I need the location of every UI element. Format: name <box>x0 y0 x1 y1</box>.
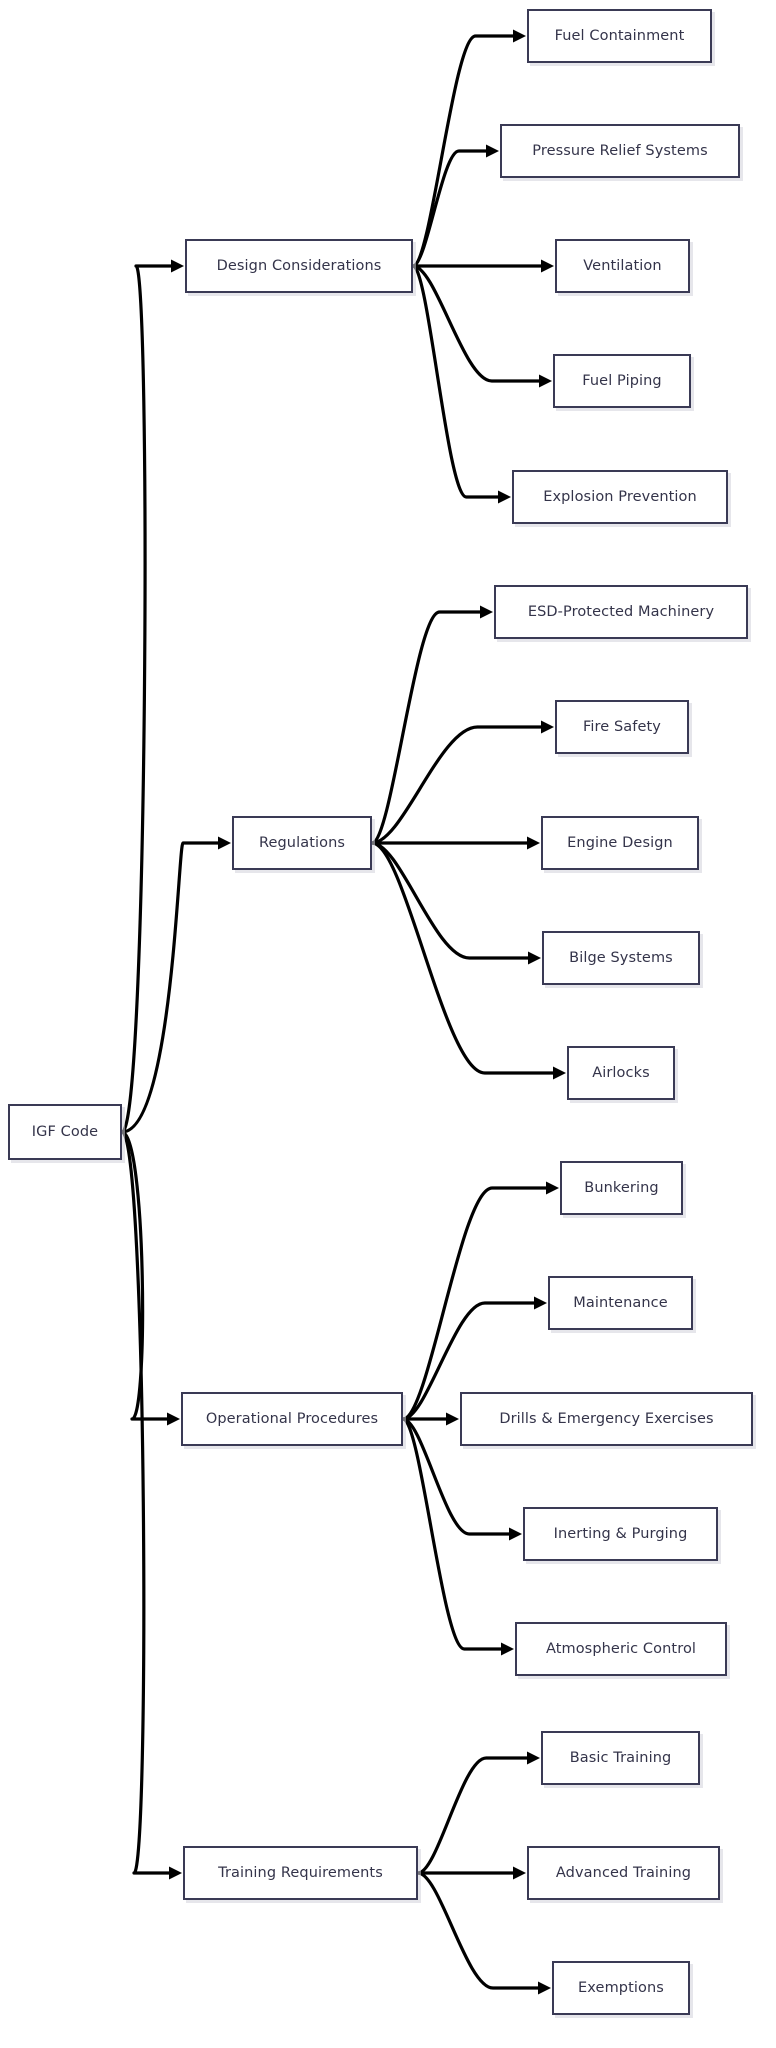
arrowhead-fuel-containment <box>513 29 526 43</box>
node-bunkering[interactable]: Bunkering <box>560 1161 683 1215</box>
edge-regulations-to-fire-safety <box>371 725 542 845</box>
node-ventilation[interactable]: Ventilation <box>555 239 690 293</box>
node-design-considerations[interactable]: Design Considerations <box>185 239 413 293</box>
arrowhead-esd-protected-machinery <box>480 605 493 619</box>
node-regulations[interactable]: Regulations <box>232 816 372 870</box>
edge-regulations-to-bilge-systems <box>371 841 529 960</box>
arrowhead-explosion-prevention <box>498 490 511 504</box>
node-pressure-relief[interactable]: Pressure Relief Systems <box>500 124 740 178</box>
node-fire-safety[interactable]: Fire Safety <box>555 700 689 754</box>
edge-regulations-to-esd-protected-machinery <box>371 610 481 845</box>
arrowhead-operational-procedures <box>167 1412 180 1426</box>
node-drills-emergency[interactable]: Drills & Emergency Exercises <box>460 1392 753 1446</box>
node-basic-training[interactable]: Basic Training <box>541 1731 700 1785</box>
edge-igf-code-to-design-considerations <box>120 264 172 1134</box>
edge-operational-procedures-to-bunkering <box>402 1186 547 1421</box>
arrowhead-maintenance <box>534 1296 547 1310</box>
node-label-igf-code: IGF Code <box>31 1123 99 1140</box>
edge-igf-code-to-training-requirements <box>120 1130 170 1875</box>
node-label-pressure-relief: Pressure Relief Systems <box>532 142 708 159</box>
node-igf-code[interactable]: IGF Code <box>8 1104 122 1160</box>
edge-training-requirements-to-basic-training <box>417 1756 528 1875</box>
node-label-fire-safety: Fire Safety <box>583 718 661 735</box>
node-bilge-systems[interactable]: Bilge Systems <box>542 931 700 985</box>
edge-design-considerations-to-explosion-prevention <box>411 264 499 499</box>
node-label-airlocks: Airlocks <box>592 1064 650 1081</box>
edge-igf-code-to-operational-procedures <box>121 1130 168 1421</box>
node-label-ventilation: Ventilation <box>583 257 662 274</box>
arrowhead-training-requirements <box>169 1866 182 1880</box>
node-label-operational-procedures: Operational Procedures <box>205 1410 379 1427</box>
node-engine-design[interactable]: Engine Design <box>541 816 699 870</box>
edge-design-considerations-to-fuel-piping <box>412 264 540 383</box>
node-label-bilge-systems: Bilge Systems <box>569 949 673 966</box>
node-label-maintenance: Maintenance <box>573 1294 668 1311</box>
edge-operational-procedures-to-maintenance <box>402 1301 535 1421</box>
node-label-fuel-piping: Fuel Piping <box>582 372 662 389</box>
edge-training-requirements-to-exemptions <box>417 1871 539 1990</box>
node-label-engine-design: Engine Design <box>567 834 673 851</box>
edge-igf-code-to-regulations <box>121 841 219 1134</box>
node-fuel-containment[interactable]: Fuel Containment <box>527 9 712 63</box>
arrowhead-airlocks <box>553 1066 566 1080</box>
arrowhead-bilge-systems <box>528 951 541 965</box>
node-inerting-purging[interactable]: Inerting & Purging <box>523 1507 718 1561</box>
node-label-basic-training: Basic Training <box>569 1749 672 1766</box>
arrowhead-drills-emergency <box>446 1412 459 1426</box>
node-esd-protected-machinery[interactable]: ESD-Protected Machinery <box>494 585 748 639</box>
node-label-drills-emergency: Drills & Emergency Exercises <box>499 1410 714 1427</box>
arrowhead-regulations <box>218 836 231 850</box>
arrowhead-engine-design <box>527 836 540 850</box>
arrowhead-pressure-relief <box>486 144 499 158</box>
arrowhead-design-considerations <box>171 259 184 273</box>
node-fuel-piping[interactable]: Fuel Piping <box>553 354 691 408</box>
arrowhead-exemptions <box>538 1981 551 1995</box>
node-label-esd-protected-machinery: ESD-Protected Machinery <box>527 603 715 620</box>
arrowhead-basic-training <box>527 1751 540 1765</box>
edge-operational-procedures-to-inerting-purging <box>402 1417 510 1536</box>
arrowhead-fuel-piping <box>539 374 552 388</box>
node-exemptions[interactable]: Exemptions <box>552 1961 690 2015</box>
node-operational-procedures[interactable]: Operational Procedures <box>181 1392 403 1446</box>
node-label-explosion-prevention: Explosion Prevention <box>543 488 697 505</box>
node-label-inerting-purging: Inerting & Purging <box>553 1525 688 1542</box>
node-maintenance[interactable]: Maintenance <box>548 1276 693 1330</box>
node-atmospheric-control[interactable]: Atmospheric Control <box>515 1622 727 1676</box>
node-explosion-prevention[interactable]: Explosion Prevention <box>512 470 728 524</box>
arrowhead-fire-safety <box>541 720 554 734</box>
node-training-requirements[interactable]: Training Requirements <box>183 1846 418 1900</box>
edge-design-considerations-to-pressure-relief <box>412 149 487 268</box>
edge-regulations-to-airlocks <box>371 841 554 1075</box>
arrowhead-advanced-training <box>513 1866 526 1880</box>
arrowhead-ventilation <box>541 259 554 273</box>
arrowhead-inerting-purging <box>509 1527 522 1541</box>
node-label-design-considerations: Design Considerations <box>216 257 382 274</box>
node-label-training-requirements: Training Requirements <box>218 1864 383 1881</box>
arrowhead-atmospheric-control <box>501 1642 514 1656</box>
node-label-advanced-training: Advanced Training <box>555 1864 692 1881</box>
node-advanced-training[interactable]: Advanced Training <box>527 1846 720 1900</box>
edge-operational-procedures-to-atmospheric-control <box>402 1417 502 1651</box>
node-airlocks[interactable]: Airlocks <box>567 1046 675 1100</box>
node-label-regulations: Regulations <box>258 834 346 851</box>
node-label-bunkering: Bunkering <box>584 1179 659 1196</box>
node-label-exemptions: Exemptions <box>578 1979 664 1996</box>
arrowhead-bunkering <box>546 1181 559 1195</box>
node-label-fuel-containment: Fuel Containment <box>554 27 685 44</box>
node-label-atmospheric-control: Atmospheric Control <box>545 1640 697 1657</box>
